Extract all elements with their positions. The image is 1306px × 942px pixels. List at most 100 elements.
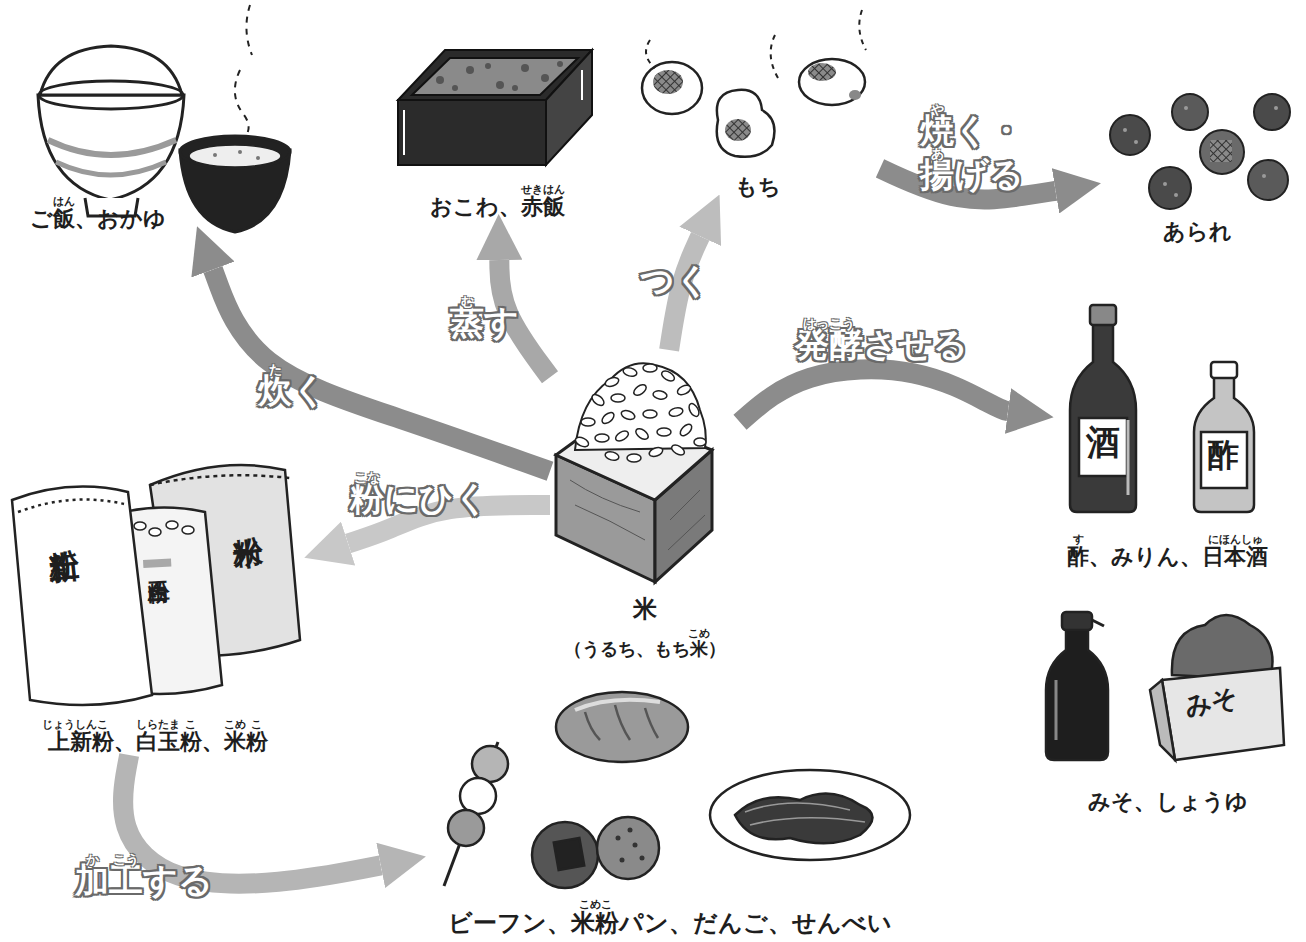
- okowa-box: [466, 66, 474, 74]
- arare: [1123, 128, 1127, 132]
- rice-masu: [627, 454, 641, 462]
- furigana: こめこ: [579, 899, 612, 910]
- rice-bowl: [40, 46, 182, 95]
- rice-masu: [648, 446, 664, 458]
- flour-bag: [12, 487, 152, 705]
- arare: [1184, 106, 1188, 110]
- arare: [1110, 94, 1290, 209]
- rice-masu: [678, 422, 694, 438]
- rice-masu: [668, 406, 684, 417]
- node-title: 米: [633, 594, 657, 624]
- vinegar-bottle: [1201, 432, 1247, 488]
- node-title: みそ、しょうゆ: [1088, 788, 1248, 816]
- mochi: [725, 119, 751, 141]
- sake-bottle: [1079, 418, 1127, 476]
- senbei: [620, 858, 625, 863]
- rice-masu: [643, 410, 657, 418]
- senbei: [633, 843, 638, 848]
- sake-bottle: [1070, 305, 1136, 512]
- okowa-box: [452, 85, 458, 91]
- rice-masu: [581, 418, 595, 426]
- rice-masu: [575, 363, 706, 450]
- okowa-box: [398, 100, 546, 165]
- flour-bag: [134, 522, 146, 530]
- rice-masu: [590, 392, 606, 407]
- rice-masu: [611, 394, 625, 402]
- senbei: [616, 828, 645, 863]
- flour-bag: [166, 521, 178, 529]
- senbei: [532, 817, 659, 888]
- rice-noodles: [710, 770, 910, 860]
- rice-noodles: [735, 794, 873, 844]
- furigana: す: [1073, 534, 1084, 545]
- sake-bottle: [1070, 322, 1136, 512]
- soy-sauce-bottle: [1046, 628, 1108, 760]
- porridge-bowl: [180, 136, 290, 232]
- okowa-box: [521, 64, 529, 72]
- product-node: みそ、しょうゆ: [1040, 600, 1295, 815]
- rice-masu: [694, 438, 706, 446]
- rice-masu: [660, 369, 676, 383]
- dango: [460, 778, 496, 814]
- furigana: せきはん: [521, 184, 565, 195]
- mochi: [808, 63, 836, 81]
- package-text: 白玉粉: [143, 559, 172, 568]
- mochi: [849, 90, 861, 100]
- mochi: [653, 70, 683, 94]
- furigana: はん: [53, 196, 75, 207]
- senbei: [532, 822, 598, 888]
- rice-masu: [676, 383, 692, 396]
- edge-label: つく: [640, 258, 710, 302]
- arare: [1210, 140, 1232, 162]
- arare: [1110, 115, 1150, 155]
- furigana: こめ: [688, 628, 710, 639]
- product-node: 酢、みりん、日本酒: [1040, 295, 1295, 570]
- rice-masu: [622, 366, 638, 377]
- arare: [1248, 160, 1288, 200]
- furigana: こ: [251, 719, 262, 730]
- senbei: [597, 817, 659, 879]
- arare: [1274, 106, 1278, 110]
- rice-masu: [652, 390, 667, 400]
- senbei: [640, 856, 645, 861]
- edge-label: 炊く: [258, 368, 327, 412]
- furigana: しらたま: [136, 719, 180, 730]
- product-node: もち: [635, 25, 880, 200]
- sake-bottle: [1090, 305, 1116, 325]
- furigana: にほんしゅ: [1208, 534, 1263, 545]
- okowa-box: [403, 110, 405, 155]
- okowa-box: [512, 85, 518, 91]
- rice-bowl: [48, 140, 176, 155]
- sake-bottle: [1127, 420, 1130, 495]
- furigana: こ: [97, 719, 108, 730]
- arare: [1200, 130, 1244, 174]
- furigana: か: [86, 853, 99, 866]
- furigana: こな: [354, 471, 380, 484]
- node-title: 酢、みりん、日本酒: [1067, 543, 1268, 571]
- soy-sauce-bottle: [1046, 612, 1108, 760]
- steam: [246, 5, 252, 55]
- okowa-box: [557, 61, 563, 67]
- node-title: もち: [735, 173, 781, 201]
- rice-masu: [668, 515, 705, 550]
- node-note: （うるち、もち米）: [564, 638, 726, 661]
- mochi: [642, 62, 702, 114]
- okowa-box: [485, 63, 491, 69]
- bread: [575, 700, 660, 710]
- vinegar-bottle: [1211, 362, 1237, 378]
- okowa-box: [398, 50, 592, 165]
- dango: [444, 742, 508, 886]
- mochi: [799, 59, 865, 105]
- product-node: ビーフン、米粉パン、だんご、せんべい: [420, 680, 920, 938]
- porridge-bowl: [256, 156, 260, 160]
- mochi: [642, 59, 865, 157]
- flour-bag: [182, 526, 194, 534]
- arare: [1174, 193, 1178, 197]
- rice-masu: [570, 480, 705, 550]
- rice-masu: [670, 490, 700, 520]
- rice-masu: [604, 376, 620, 388]
- furigana: た: [269, 363, 282, 376]
- rice-noodles: [745, 803, 865, 825]
- rice-masu: [643, 364, 657, 372]
